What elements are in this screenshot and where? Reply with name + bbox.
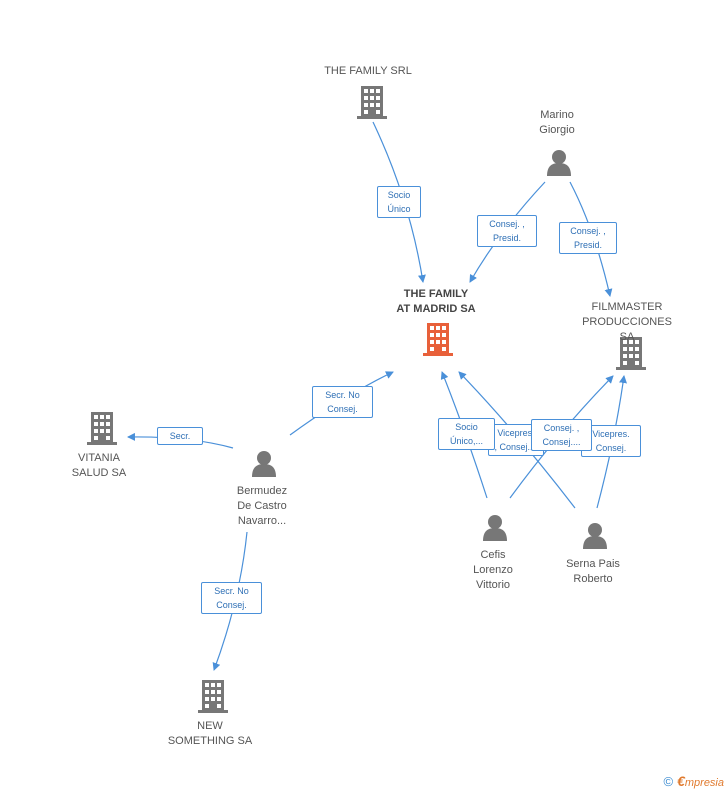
copyright-symbol: © [663,774,674,789]
vitania-building-icon[interactable] [87,412,117,445]
brand-logo-text: mpresia [684,777,724,789]
main-company-label[interactable]: THE FAMILY AT MADRID SA [396,288,476,315]
filmmaster-label[interactable]: FILMMASTER PRODUCCIONES SA [582,301,672,343]
vitania-label[interactable]: VITANIA SALUD SA [71,452,127,479]
family-srl-building-icon[interactable] [357,86,387,119]
edge-label-secr-no-consej-top: Secr. No Consej. [312,386,373,418]
cefis-person-icon[interactable] [483,515,507,541]
serna-label[interactable]: Serna Pais Roberto [566,558,620,585]
brand-logo-initial: € [677,773,685,789]
main-company-building-icon[interactable] [423,323,453,356]
edge-label-consej-cefis: Consej. , Consej.... [531,419,592,451]
cefis-label[interactable]: Cefis Lorenzo Vittorio [473,549,513,591]
serna-person-icon[interactable] [583,523,607,549]
new-something-building-icon[interactable] [198,680,228,713]
edge-label-consej-presid-left: Consej. , Presid. [477,215,537,247]
bermudez-person-icon[interactable] [252,451,276,477]
edge-label-socio-unico-cefis: Socio Único,... [438,418,495,450]
edge-label-secr: Secr. [157,427,203,445]
bermudez-label[interactable]: Bermudez De Castro Navarro... [236,485,288,527]
edge-label-consej-presid-right: Consej. , Presid. [559,222,617,254]
marino-person-icon[interactable] [547,150,571,176]
new-something-label[interactable]: NEW SOMETHING SA [167,720,253,747]
brand-footer: ©€mpresia [663,773,724,789]
marino-label[interactable]: Marino Giorgio [539,109,575,136]
edge-label-socio-unico: Socio Único [377,186,421,218]
edge-label-secr-no-consej-bottom: Secr. No Consej. [201,582,262,614]
family-srl-label[interactable]: THE FAMILY SRL [324,65,412,77]
